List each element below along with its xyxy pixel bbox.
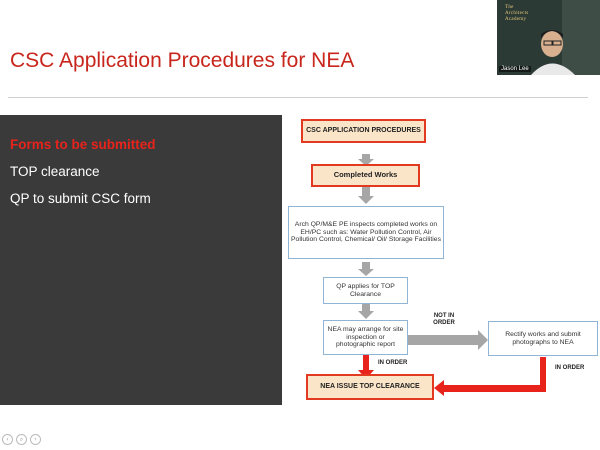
- arrow-in-order-right: [434, 357, 546, 396]
- academy-logo: The Architects Academy: [505, 5, 529, 22]
- header-box: CSC APPLICATION PROCEDURES: [301, 119, 426, 143]
- not-in-order-label: NOT IN ORDER: [433, 313, 455, 326]
- arrow-not-in-order: [406, 330, 488, 350]
- speaker-avatar: [497, 0, 600, 75]
- flowchart-arrows: [358, 154, 546, 396]
- completed-works-box: Completed Works: [311, 164, 420, 187]
- forms-panel: Forms to be submitted TOP clearance QP t…: [0, 115, 282, 405]
- rectify-box: Rectify works and submit photographs to …: [488, 321, 598, 356]
- zoom-icon[interactable]: ⌕: [16, 434, 27, 445]
- speaker-name-label: Jason Lee: [499, 66, 531, 72]
- title-divider: [8, 97, 588, 98]
- previous-icon[interactable]: ‹: [2, 434, 13, 445]
- in-order-left-label: IN ORDER: [378, 360, 408, 366]
- arrow-in-order-left: [358, 352, 374, 379]
- inspection-box: Arch QP/M&E PE inspects completed works …: [288, 206, 444, 259]
- speaker-video-thumbnail[interactable]: The Architects Academy Jason Lee: [497, 0, 600, 75]
- nea-arrange-box: NEA may arrange for site inspection or p…: [323, 320, 408, 355]
- in-order-right-label: IN ORDER: [555, 365, 585, 371]
- qp-applies-box: QP applies for TOP Clearance: [323, 277, 408, 304]
- presentation-controls: ‹ ⌕ ›: [2, 434, 41, 445]
- next-icon[interactable]: ›: [30, 434, 41, 445]
- forms-item-top-clearance: TOP clearance: [10, 164, 100, 179]
- arrow-down-3: [358, 262, 374, 276]
- forms-item-csc-form: QP to submit CSC form: [10, 191, 151, 206]
- forms-heading: Forms to be submitted: [10, 137, 156, 152]
- issue-clearance-box: NEA ISSUE TOP CLEARANCE: [306, 374, 434, 400]
- arrow-down-2: [358, 187, 374, 204]
- arrow-down-4: [358, 303, 374, 319]
- procedure-flowchart: CSC APPLICATION PROCEDURES Completed Wor…: [284, 109, 600, 406]
- slide-title: CSC Application Procedures for NEA: [10, 49, 355, 72]
- arrow-down-1: [358, 154, 374, 166]
